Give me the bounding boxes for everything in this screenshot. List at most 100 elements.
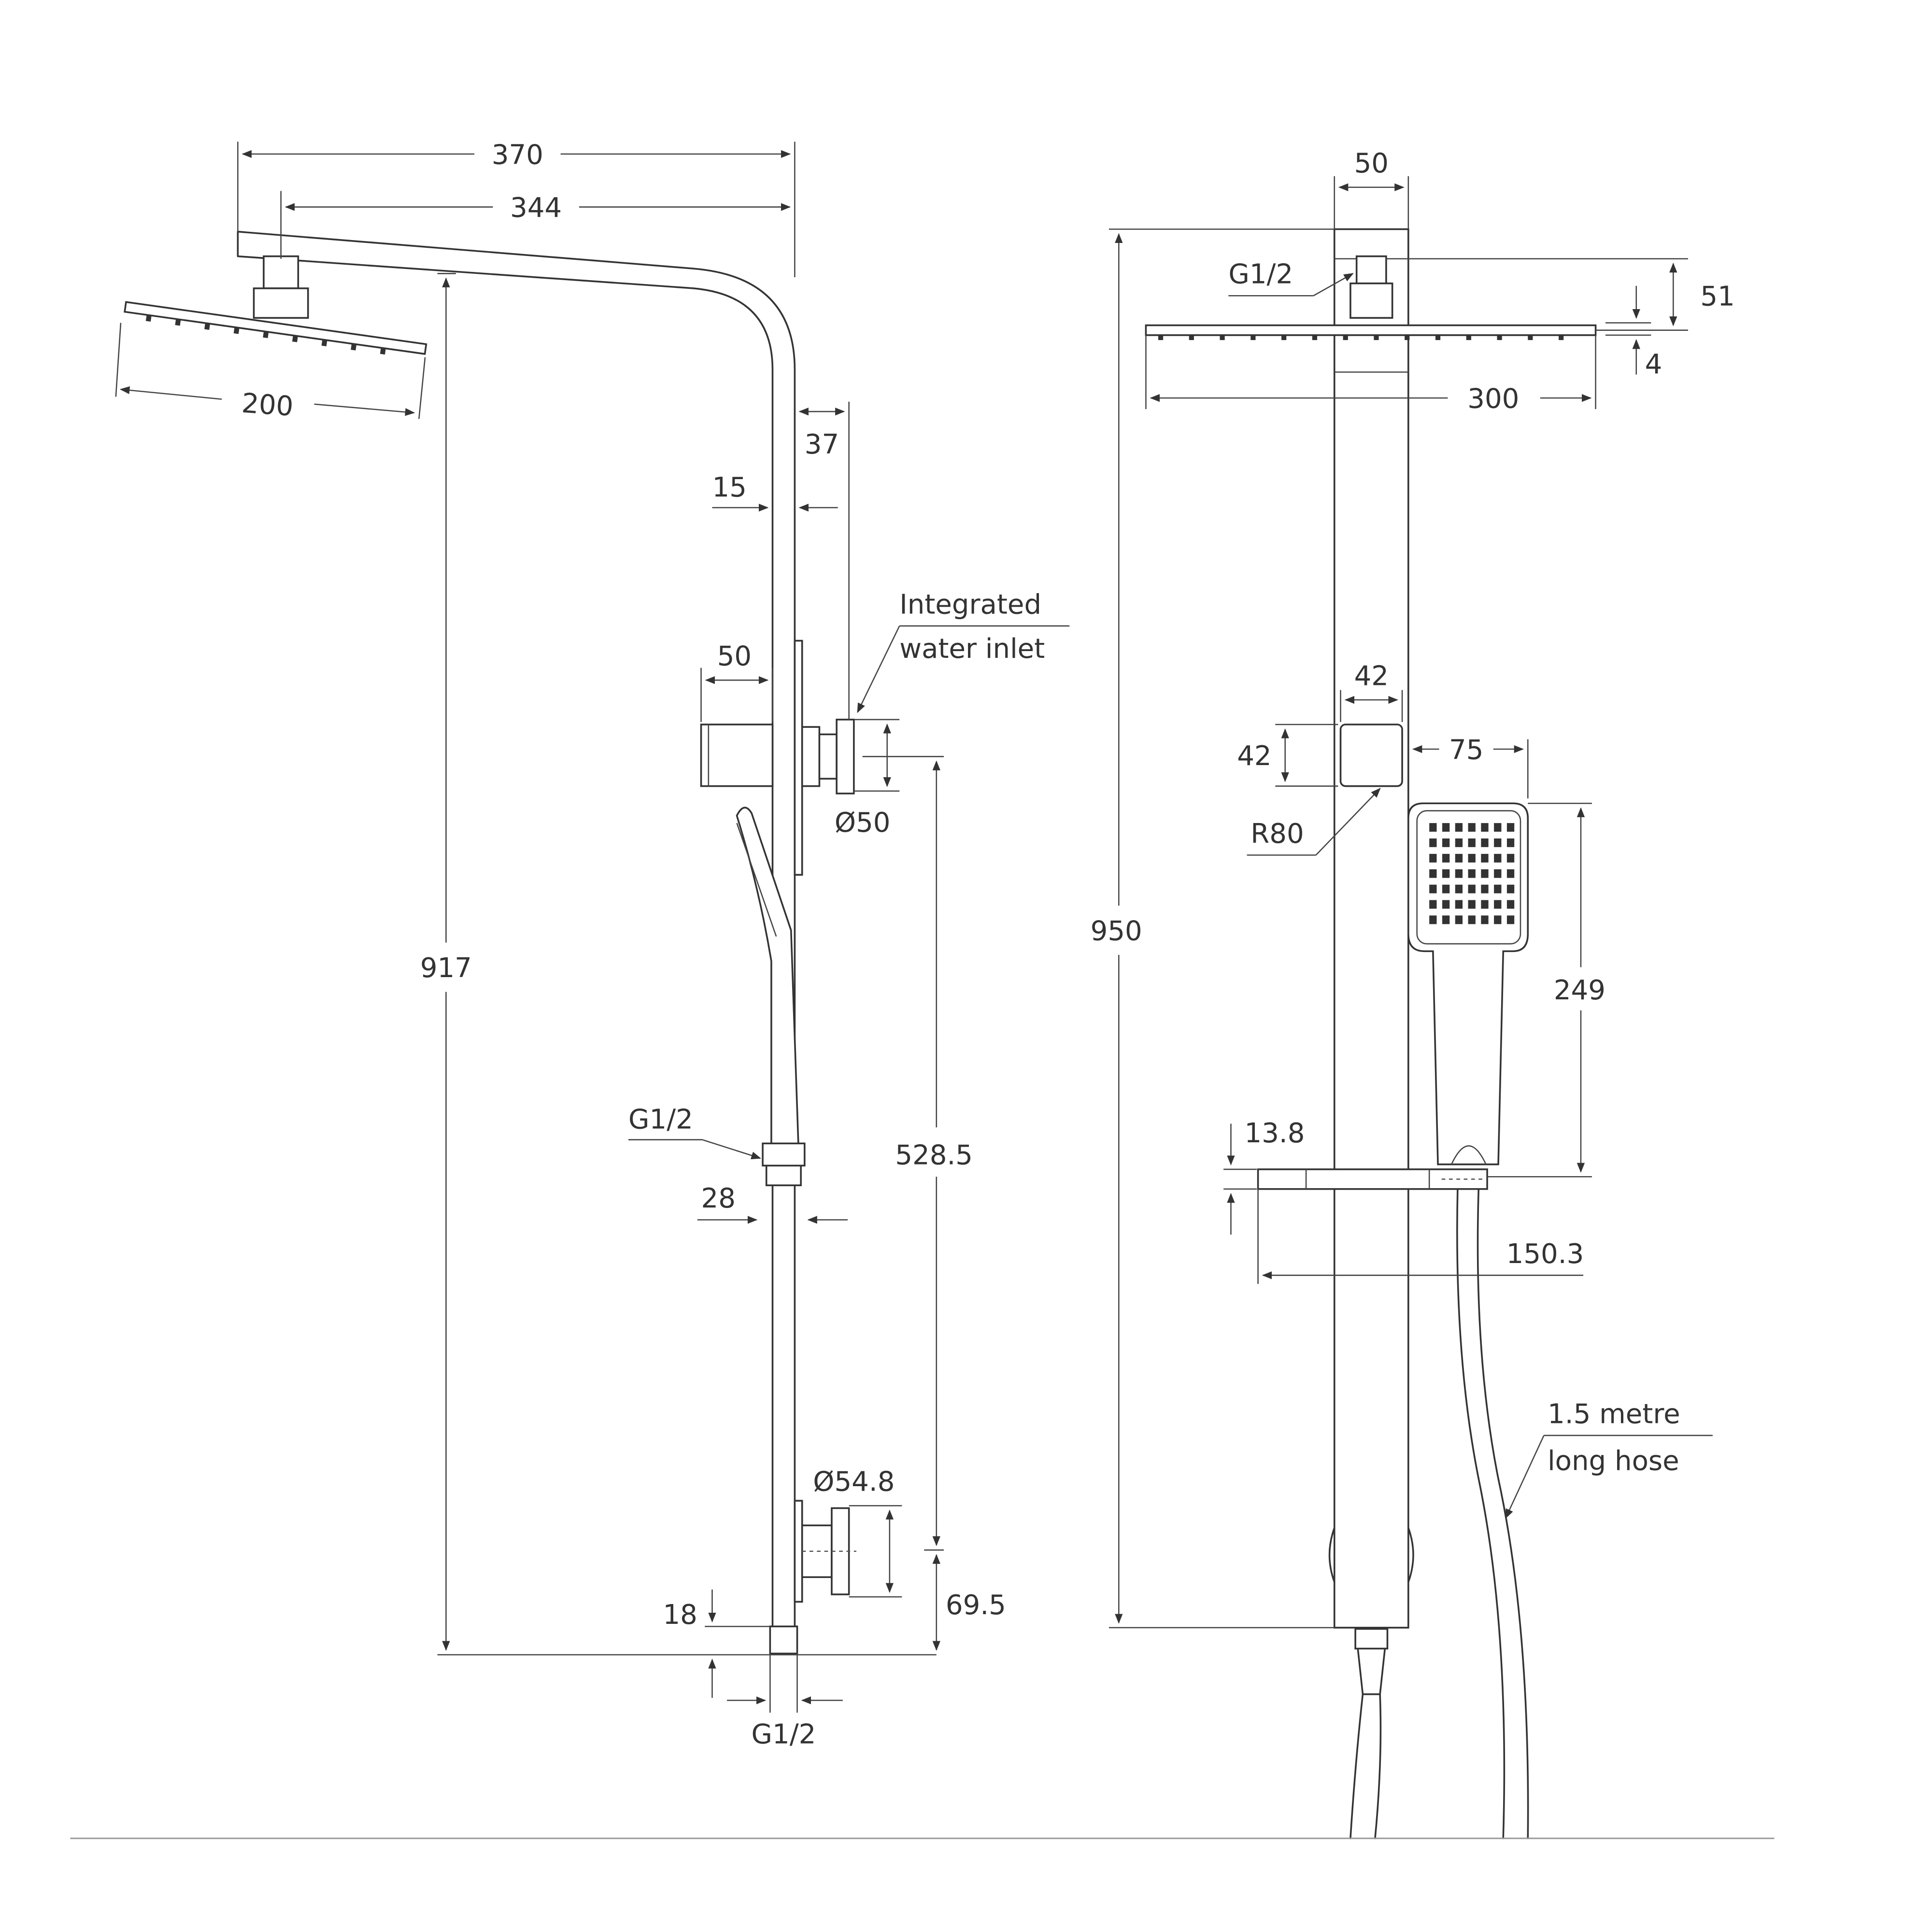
wall-plate: [794, 639, 803, 876]
callout-holder-radius: R80: [1247, 788, 1381, 856]
dim-15: 15: [712, 472, 838, 512]
dim-holder-depth: 50: [700, 641, 773, 722]
svg-text:18: 18: [663, 1599, 697, 1631]
head-connector: [263, 255, 299, 289]
nozzle: [1506, 900, 1515, 909]
svg-text:300: 300: [1467, 383, 1519, 414]
svg-text:950: 950: [1091, 915, 1142, 947]
dim-rail-width: 50: [1334, 148, 1409, 229]
dim-text: 370: [492, 139, 543, 170]
svg-text:G1/2: G1/2: [1228, 259, 1293, 290]
nozzle: [1429, 900, 1437, 909]
svg-text:200: 200: [241, 387, 294, 422]
nozzle: [1442, 838, 1450, 847]
handset-holder-front: [1339, 724, 1403, 787]
svg-text:R80: R80: [1250, 818, 1304, 850]
svg-text:Ø54.8: Ø54.8: [813, 1466, 895, 1498]
nozzle: [1468, 823, 1476, 832]
nozzle: [1455, 884, 1463, 894]
nozzle: [1481, 823, 1489, 832]
hose-connector-side: [762, 1142, 806, 1167]
nozzle: [1481, 869, 1489, 878]
dim-shelf-thickness: 13.8: [1223, 1118, 1305, 1235]
svg-text:Ø50: Ø50: [835, 807, 891, 838]
dim-51: 51: [1386, 258, 1735, 331]
nozzle: [1442, 823, 1450, 832]
shower-head-side: [124, 301, 427, 355]
dim-4: 4: [1605, 285, 1662, 380]
svg-text:75: 75: [1449, 734, 1483, 766]
nozzle: [1455, 838, 1463, 847]
dim-370: 370: [237, 139, 796, 277]
dim-28: 28: [697, 1183, 848, 1224]
svg-text:4: 4: [1645, 349, 1662, 380]
svg-text:G1/2: G1/2: [752, 1719, 816, 1750]
svg-text:13.8: 13.8: [1245, 1118, 1305, 1149]
nozzle: [1442, 915, 1450, 924]
nozzle: [1506, 853, 1515, 863]
dim-528-5: 528.5: [895, 760, 973, 1547]
nozzle: [1429, 823, 1437, 832]
svg-text:Integrated: Integrated: [899, 589, 1041, 620]
shower-head-front: [1145, 324, 1597, 336]
nozzle: [1429, 869, 1437, 878]
dim-300: 300: [1145, 335, 1596, 414]
dim-holder-width: 42: [1340, 660, 1403, 722]
nozzle: [1481, 900, 1489, 909]
bottom-connector-front: [1354, 1628, 1389, 1650]
nozzle: [1468, 853, 1476, 863]
nozzle: [1494, 869, 1502, 878]
svg-text:water inlet: water inlet: [899, 633, 1045, 665]
nozzle: [1506, 823, 1515, 832]
callout-head-thread: G1/2: [1228, 259, 1354, 297]
svg-text:528.5: 528.5: [895, 1140, 973, 1171]
svg-text:G1/2: G1/2: [628, 1104, 693, 1136]
nozzle: [1468, 915, 1476, 924]
dim-handset-width: 75: [1412, 734, 1529, 799]
dim-handset-length: 249: [1487, 802, 1605, 1178]
nozzle: [1481, 853, 1489, 863]
nozzle: [1429, 915, 1437, 924]
nozzle: [1455, 915, 1463, 924]
nozzle: [1494, 838, 1502, 847]
callout-hose: 1.5 metre long hose: [1505, 1398, 1713, 1519]
nozzle: [1494, 900, 1502, 909]
dim-shelf-length: 150.3: [1257, 1189, 1584, 1284]
nozzle: [1506, 869, 1515, 878]
svg-text:37: 37: [805, 429, 839, 460]
rail-front: [1333, 228, 1409, 1629]
bottom-connector-side: [769, 1625, 798, 1655]
svg-text:249: 249: [1554, 975, 1605, 1006]
nozzle: [1429, 853, 1437, 863]
integrated-inlet: [801, 726, 821, 787]
nozzle: [1442, 869, 1450, 878]
svg-text:50: 50: [717, 641, 752, 672]
nozzle: [1442, 884, 1450, 894]
dim-917: 917: [420, 273, 937, 1656]
nozzle: [1429, 884, 1437, 894]
dim-bottom-flange: Ø54.8: [813, 1466, 902, 1598]
nozzle: [1455, 869, 1463, 878]
svg-text:1.5 metre: 1.5 metre: [1548, 1398, 1680, 1430]
nozzle: [1481, 884, 1489, 894]
svg-text:51: 51: [1700, 281, 1734, 313]
nozzle: [1506, 838, 1515, 847]
svg-text:50: 50: [1354, 148, 1389, 179]
svg-text:150.3: 150.3: [1506, 1238, 1584, 1270]
callout-hose-thread: G1/2: [628, 1104, 761, 1160]
nozzle: [1455, 900, 1463, 909]
inlet-callout: Integrated water inlet: [857, 589, 1070, 713]
dim-holder-height: 42: [1237, 724, 1338, 787]
svg-text:long hose: long hose: [1548, 1445, 1679, 1477]
svg-text:42: 42: [1237, 740, 1271, 772]
nozzle: [1494, 853, 1502, 863]
nozzle: [1506, 884, 1515, 894]
handset-front: [1407, 802, 1529, 1165]
dim-344: 344: [280, 191, 791, 259]
nozzle: [1494, 884, 1502, 894]
shelf: [1257, 1168, 1488, 1190]
dim-37: 37: [798, 401, 850, 720]
nozzle: [1429, 838, 1437, 847]
nozzle: [1481, 838, 1489, 847]
